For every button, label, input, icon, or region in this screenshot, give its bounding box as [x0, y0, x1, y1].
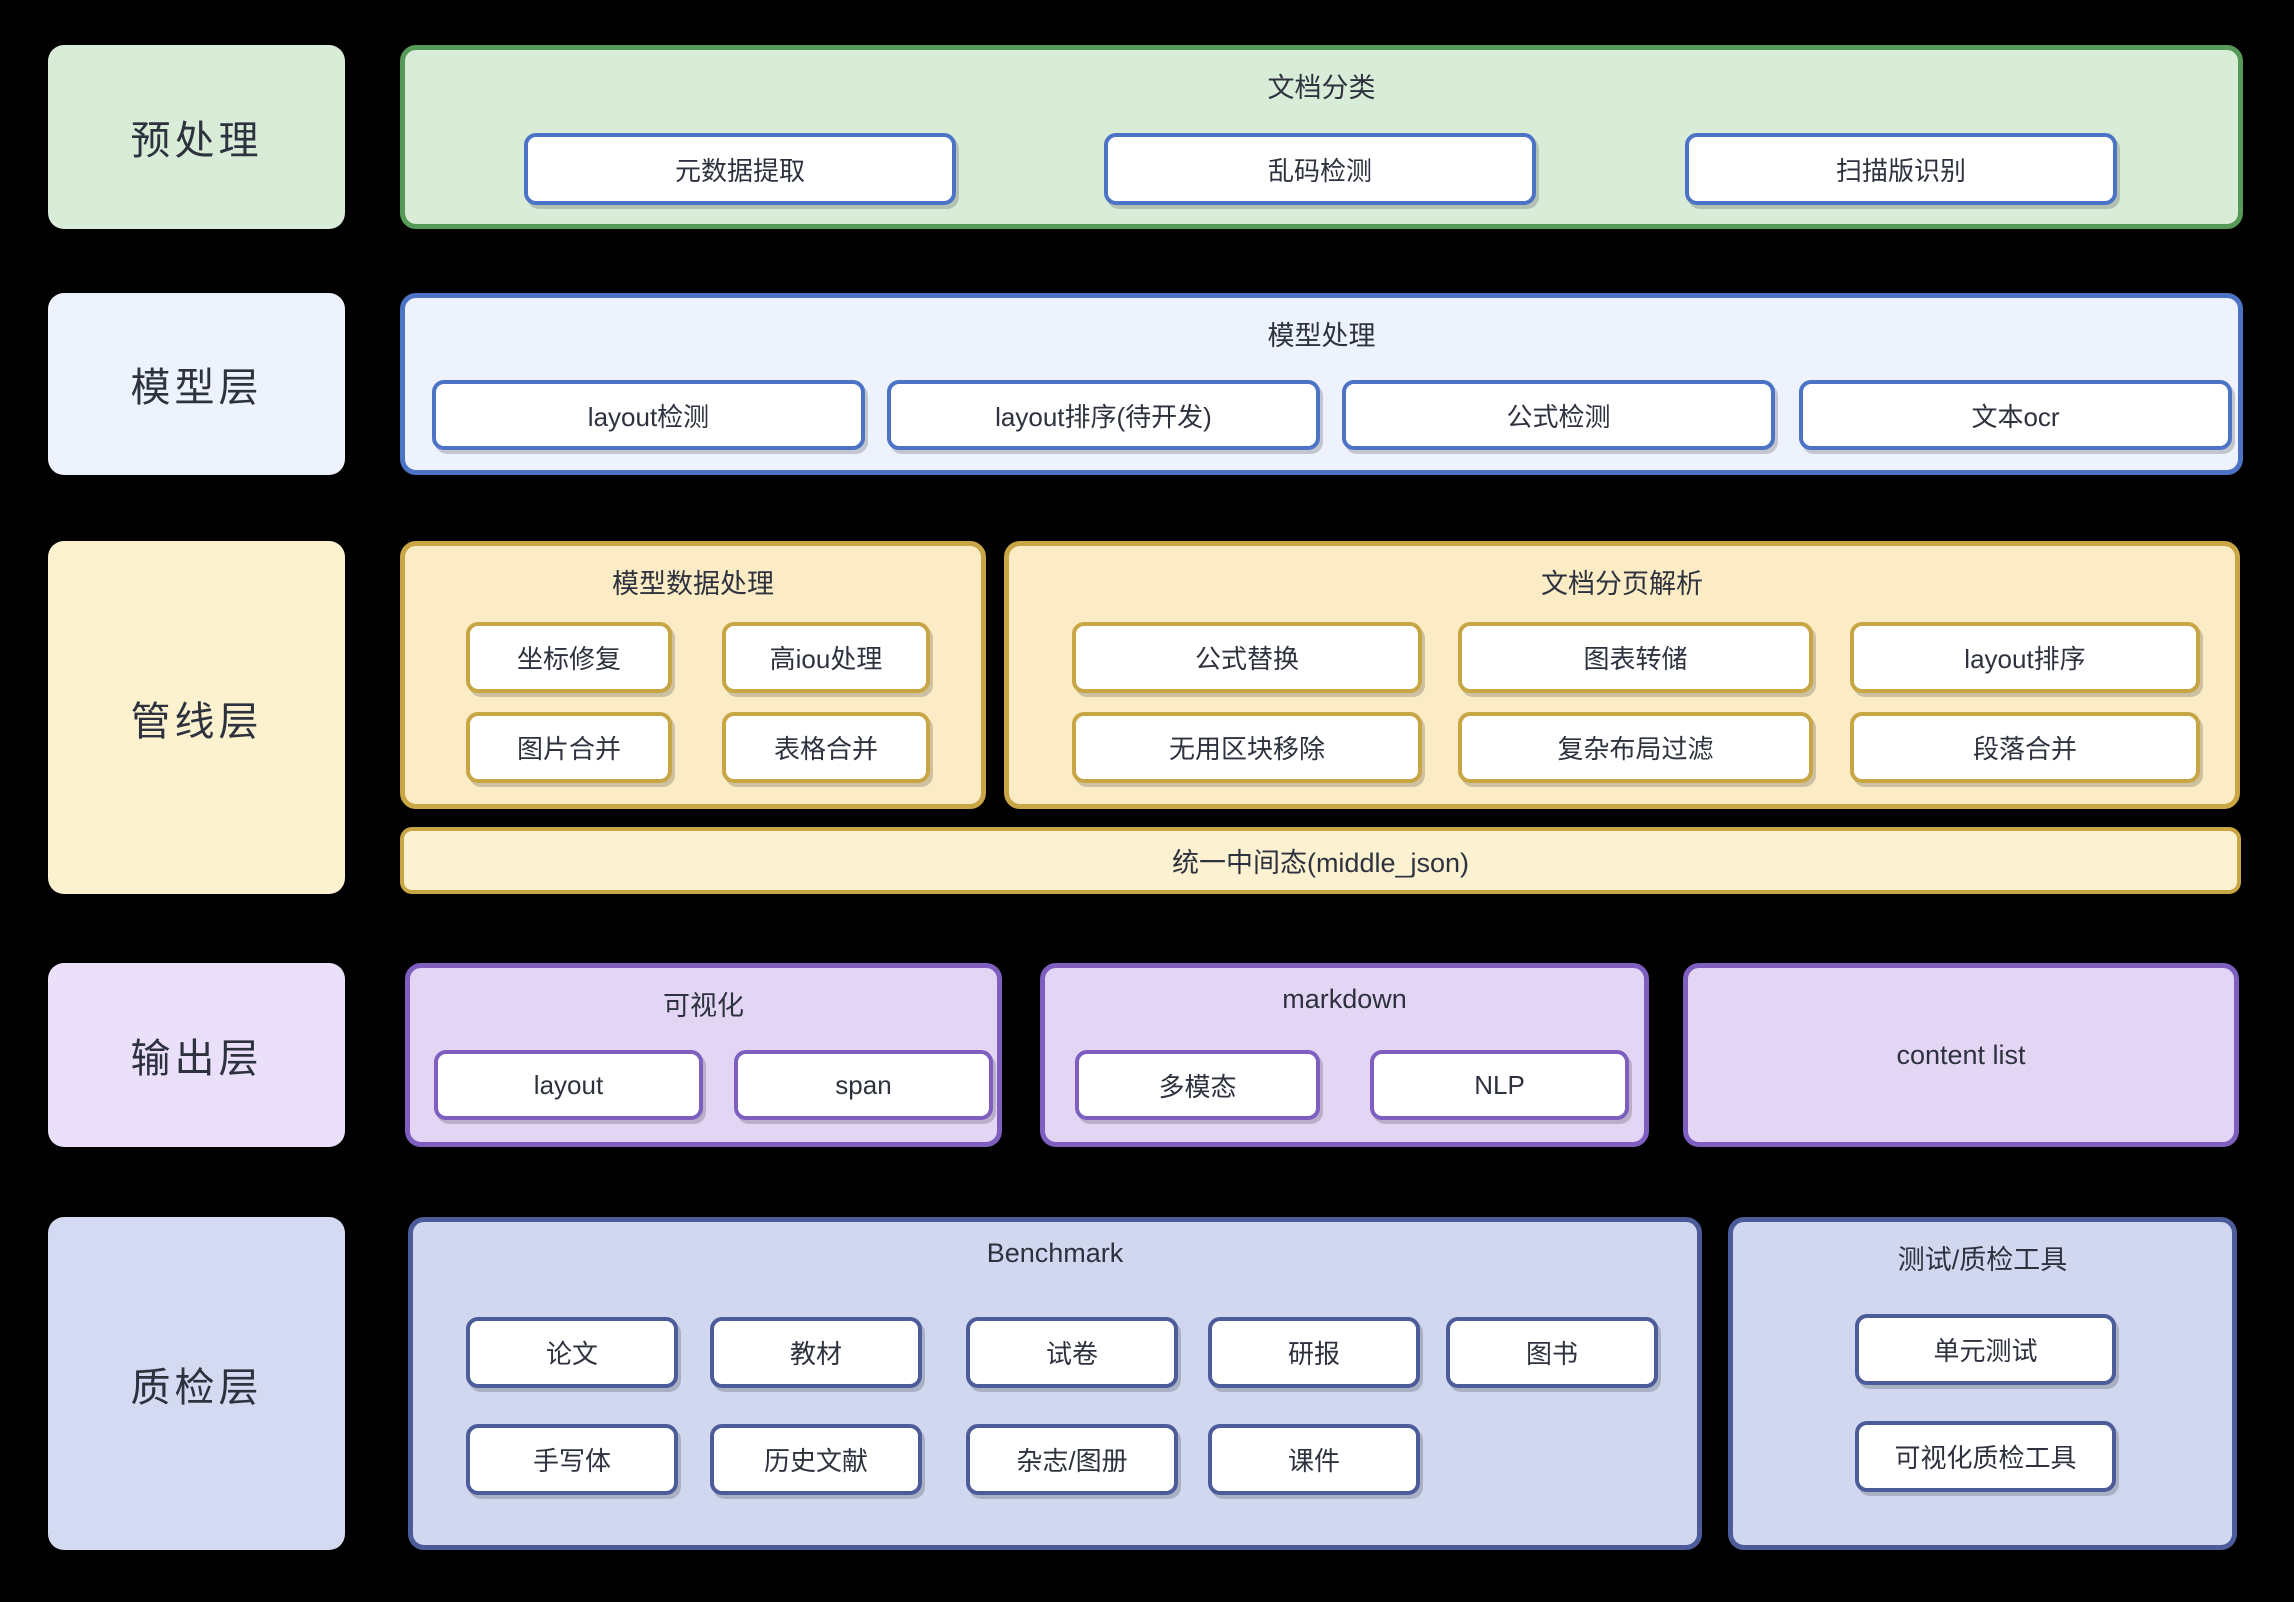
group-title: Benchmark — [986, 1238, 1124, 1268]
node-image-merge: 图片合并 — [466, 712, 672, 783]
node-unit-test: 单元测试 — [1855, 1314, 2116, 1385]
group-title: 文档分类 — [1267, 73, 1376, 103]
node-layout-detection: layout检测 — [432, 380, 865, 450]
layer-label-output: 输出层 — [48, 963, 345, 1147]
node-paragraph-merge: 段落合并 — [1850, 712, 2200, 783]
group-title: 测试/质检工具 — [1897, 1245, 2068, 1275]
layer-label-quality-check: 质检层 — [48, 1217, 345, 1550]
group-document-classification: 文档分类 元数据提取 乱码检测 扫描版识别 — [400, 45, 2243, 229]
node-complex-layout-filter: 复杂布局过滤 — [1458, 712, 1813, 783]
layer-label-pipeline: 管线层 — [48, 541, 345, 894]
node-multimodal: 多模态 — [1075, 1050, 1320, 1120]
group-title: markdown — [1282, 984, 1407, 1014]
node-metadata-extraction: 元数据提取 — [524, 133, 956, 205]
group-document-page-parsing: 文档分页解析 公式替换 图表转储 layout排序 无用区块移除 复杂布局过滤 … — [1004, 541, 2240, 809]
node-formula-replacement: 公式替换 — [1072, 622, 1422, 693]
node-benchmark-magazine-album: 杂志/图册 — [966, 1424, 1178, 1495]
group-model-data-processing: 模型数据处理 坐标修复 高iou处理 图片合并 表格合并 — [400, 541, 986, 809]
node-text-ocr: 文本ocr — [1799, 380, 2232, 450]
node-layout-ordering: layout排序 — [1850, 622, 2200, 693]
group-title: 模型数据处理 — [612, 569, 774, 599]
group-test-qc-tools: 测试/质检工具 单元测试 可视化质检工具 — [1728, 1217, 2237, 1550]
node-benchmark-handwriting: 手写体 — [466, 1424, 678, 1495]
group-model-processing: 模型处理 layout检测 layout排序(待开发) 公式检测 文本ocr — [400, 293, 2243, 475]
group-title: 模型处理 — [1267, 321, 1376, 351]
group-markdown: markdown 多模态 NLP — [1040, 963, 1649, 1147]
node-benchmark-paper: 论文 — [466, 1317, 678, 1388]
node-scan-recognition: 扫描版识别 — [1685, 133, 2117, 205]
layer-label-preprocessing: 预处理 — [48, 45, 345, 229]
node-benchmark-book: 图书 — [1446, 1317, 1658, 1388]
group-title: 可视化 — [663, 991, 744, 1021]
node-layout-ordering-todo: layout排序(待开发) — [887, 380, 1320, 450]
node-span-output: span — [734, 1050, 993, 1120]
group-visualization: 可视化 layout span — [405, 963, 1002, 1147]
node-high-iou-processing: 高iou处理 — [722, 622, 930, 693]
group-benchmark: Benchmark 论文 教材 试卷 研报 图书 手写体 历史文献 杂志/图册 … — [408, 1217, 1702, 1550]
node-useless-block-removal: 无用区块移除 — [1072, 712, 1422, 783]
node-chart-dump: 图表转储 — [1458, 622, 1813, 693]
group-title: 文档分页解析 — [1541, 569, 1703, 599]
node-benchmark-textbook: 教材 — [710, 1317, 922, 1388]
node-benchmark-courseware: 课件 — [1208, 1424, 1420, 1495]
node-benchmark-research-report: 研报 — [1208, 1317, 1420, 1388]
node-coordinate-repair: 坐标修复 — [466, 622, 672, 693]
node-layout-output: layout — [434, 1050, 703, 1120]
node-formula-detection: 公式检测 — [1342, 380, 1775, 450]
group-content-list: content list — [1683, 963, 2239, 1147]
node-visual-qc-tool: 可视化质检工具 — [1855, 1421, 2116, 1492]
node-benchmark-historical-literature: 历史文献 — [710, 1424, 922, 1495]
layer-label-model: 模型层 — [48, 293, 345, 475]
node-table-merge: 表格合并 — [722, 712, 930, 783]
node-nlp: NLP — [1370, 1050, 1629, 1120]
node-unified-middle-state: 统一中间态(middle_json) — [400, 827, 2241, 894]
node-benchmark-exam: 试卷 — [966, 1317, 1178, 1388]
node-garbled-detection: 乱码检测 — [1104, 133, 1536, 205]
